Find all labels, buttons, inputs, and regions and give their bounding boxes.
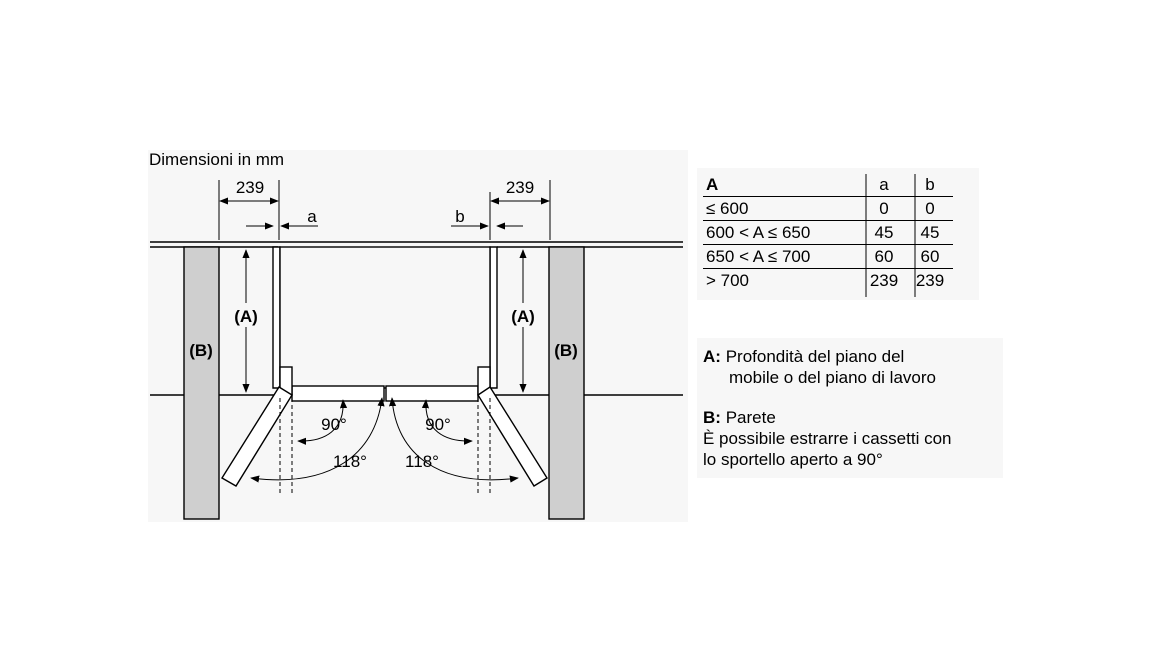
legend-a-key: A: bbox=[703, 347, 721, 366]
table-header-row: A a b bbox=[703, 173, 953, 197]
gap-b-label: b bbox=[455, 207, 464, 226]
table-cell-a: 239 bbox=[869, 271, 899, 290]
legend-background bbox=[697, 338, 1003, 478]
wall-label-left: (B) bbox=[189, 341, 213, 360]
table-row: > 700 239 239 bbox=[703, 269, 953, 293]
table-cell-range: > 700 bbox=[706, 271, 750, 290]
table-cell-range: 650 < A ≤ 700 bbox=[703, 244, 861, 269]
table-cell-b: 45 bbox=[907, 220, 953, 245]
wall-label-bg-left bbox=[185, 338, 218, 362]
table-cell-a: 45 bbox=[861, 220, 907, 245]
legend-b-text1: Parete bbox=[725, 408, 776, 427]
depth-label-bg-right bbox=[505, 303, 541, 327]
table-row: 650 < A ≤ 700 60 60 bbox=[703, 244, 953, 269]
legend-a-line1: A: Profondità del piano del bbox=[703, 346, 936, 367]
legend-a-text1: Profondità del piano del bbox=[725, 347, 905, 366]
gap-table: A a b ≤ 600 0 0 600 < A ≤ 650 45 45 650 … bbox=[703, 173, 953, 292]
angle-90-left: 90° bbox=[321, 415, 347, 434]
dimension-239-left: 239 bbox=[236, 178, 264, 197]
wall-left bbox=[183, 246, 220, 520]
angle-118-right: 118° bbox=[405, 452, 439, 471]
table-cell-b: 239 bbox=[915, 271, 945, 290]
extension-lines bbox=[218, 180, 551, 240]
table-cell-b: 60 bbox=[907, 244, 953, 269]
table-row: 600 < A ≤ 650 45 45 bbox=[703, 220, 953, 245]
table-cell-b: 0 bbox=[907, 196, 953, 221]
angle-118-left: 118° bbox=[333, 452, 367, 471]
wall-label-bg-right bbox=[550, 338, 583, 362]
table-cell-range: 600 < A ≤ 650 bbox=[703, 220, 861, 245]
legend-b-key: B: bbox=[703, 408, 721, 427]
legend-b-text3: lo sportello aperto a 90° bbox=[703, 450, 883, 469]
wall-right bbox=[548, 246, 585, 520]
table-header-b: b bbox=[907, 173, 953, 197]
table-cell-a: 0 bbox=[861, 196, 907, 221]
dimension-239-right: 239 bbox=[506, 178, 534, 197]
depth-label-left: (A) bbox=[234, 307, 258, 326]
wall-label-right: (B) bbox=[554, 341, 578, 360]
depth-label-right: (A) bbox=[511, 307, 535, 326]
legend-b: B: Parete È possibile estrarre i cassett… bbox=[703, 407, 952, 470]
table-cell-a: 60 bbox=[861, 244, 907, 269]
dimensions-title: Dimensioni in mm bbox=[149, 150, 284, 169]
legend-b-line1: B: Parete bbox=[703, 407, 952, 428]
legend-a: A: Profondità del piano del mobile o del… bbox=[703, 346, 936, 388]
table-row: ≤ 600 0 0 bbox=[703, 196, 953, 221]
gap-a-label: a bbox=[307, 207, 317, 226]
table-cell-range: ≤ 600 bbox=[703, 196, 861, 221]
depth-label-bg-left bbox=[228, 303, 264, 327]
angle-90-right: 90° bbox=[425, 415, 451, 434]
angle-arcs bbox=[250, 397, 519, 483]
fridge-body bbox=[272, 246, 498, 402]
legend-a-text2: mobile o del piano di lavoro bbox=[729, 368, 936, 387]
legend-b-text2: È possibile estrarre i cassetti con bbox=[703, 429, 952, 448]
table-header-a: a bbox=[861, 173, 907, 197]
table-header-A: A bbox=[703, 173, 861, 197]
